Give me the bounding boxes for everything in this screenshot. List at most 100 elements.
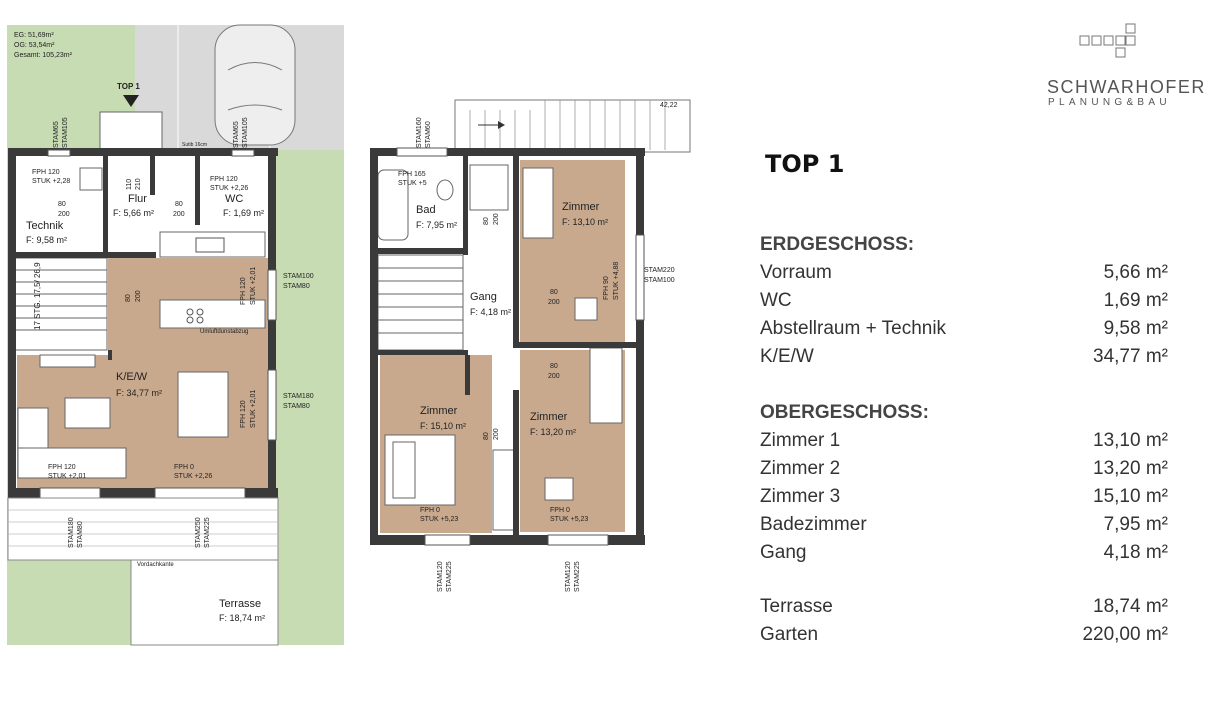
note-stuk-kitchen: STUK +2,01: [250, 267, 257, 305]
room-zimmer2: Zimmer: [530, 411, 568, 423]
area-label: Garten: [760, 624, 819, 645]
note-stam105-r: STAM105: [242, 117, 249, 148]
note-stuk-z3: STUK +5,23: [420, 516, 458, 523]
walls-eg: [8, 148, 278, 498]
room-gang-area: F: 4,18 m²: [470, 307, 511, 317]
note-stam225b: STAM225: [574, 561, 581, 592]
ground-floor-plan: [7, 24, 344, 646]
note-d80d: 80: [483, 432, 490, 440]
note-stam250: STAM250: [195, 517, 202, 548]
note-stam60: STAM60: [425, 121, 432, 148]
note-fph-wc: FPH 120: [210, 176, 238, 183]
note-stam225a: STAM225: [446, 561, 453, 592]
note-door-210: 210: [135, 178, 142, 190]
area-value: 5,66 m²: [1103, 262, 1168, 283]
section-marker-icon: [123, 95, 139, 107]
area-row: WC 1,69 m²: [760, 287, 1168, 315]
note-stam80a: STAM80: [283, 283, 310, 290]
note-stam220: STAM220: [644, 267, 675, 274]
note-stam65-r: STAM65: [233, 121, 240, 148]
area-og: OG: 53,54m²: [14, 42, 55, 49]
erdgeschoss-section: ERDGESCHOSS: Vorraum 5,66 m² WC 1,69 m² Ab…: [760, 231, 1180, 371]
room-technik-area: F: 9,58 m²: [26, 235, 67, 245]
note-d200b: 200: [548, 299, 560, 306]
room-zimmer1: Zimmer: [562, 201, 600, 213]
area-label: WC: [760, 290, 792, 311]
note-fph-z2: FPH 0: [550, 507, 570, 514]
note-stam105-l: STAM105: [62, 117, 69, 148]
area-value: 7,95 m²: [1103, 514, 1168, 535]
note-stam100: STAM100: [283, 273, 314, 280]
area-label: K/E/W: [760, 346, 814, 367]
note-stam65-l: STAM65: [53, 121, 60, 148]
note-d80c: 80: [550, 363, 558, 370]
note-umluft: Umluftdunstabzug: [200, 329, 248, 335]
note-stam120b: STAM120: [565, 561, 572, 592]
area-value: 34,77 m²: [1093, 346, 1168, 367]
note-d80a: 80: [483, 217, 490, 225]
note-stam160: STAM160: [416, 117, 423, 148]
area-label: Zimmer 1: [760, 430, 841, 451]
area-row: Garten 220,00 m²: [760, 621, 1168, 649]
room-zimmer3: Zimmer: [420, 405, 458, 417]
erdgeschoss-heading: ERDGESCHOSS:: [760, 234, 915, 255]
note-stam80c: STAM80: [77, 521, 84, 548]
area-value: 1,69 m²: [1103, 290, 1168, 311]
logo-name: SCHWARHOFER: [1047, 77, 1206, 97]
note-stam225: STAM225: [204, 517, 211, 548]
note-d200c: 200: [548, 373, 560, 380]
floor-plan-drawing: EG: 51,69m² OG: 53,54m² Gesamt: 105,23m²…: [7, 24, 691, 646]
area-label: Gang: [760, 542, 807, 563]
area-value: 13,10 m²: [1093, 430, 1168, 451]
room-bad: Bad: [416, 204, 436, 216]
note-stam100-og: STAM100: [644, 277, 675, 284]
note-stam80b: STAM80: [283, 403, 310, 410]
area-total: Gesamt: 105,23m²: [14, 52, 73, 59]
car-icon: [214, 24, 296, 146]
walls-og: [370, 148, 645, 545]
area-value: 4,18 m²: [1103, 542, 1168, 563]
room-flur: Flur: [128, 193, 147, 205]
slab-note: Sutib 16cm: [182, 142, 207, 148]
area-row: Badezimmer 7,95 m²: [760, 511, 1168, 539]
room-kew-area: F: 34,77 m²: [116, 388, 162, 398]
area-label: Zimmer 2: [760, 458, 841, 479]
note-d200a: 200: [493, 213, 500, 225]
note-fph-sw: FPH 120: [48, 464, 76, 471]
area-row: Zimmer 1 13,10 m²: [760, 427, 1168, 455]
note-stam180b: STAM180: [68, 517, 75, 548]
note-door-80a: 80: [58, 201, 66, 208]
room-kew: K/E/W: [116, 371, 148, 383]
area-value: 9,58 m²: [1103, 318, 1168, 339]
note-d200d: 200: [493, 428, 500, 440]
upper-floor-plan: [370, 99, 691, 546]
note-stuk-bad: STUK +5: [398, 180, 427, 187]
room-technik: Technik: [26, 220, 64, 232]
area-label: Badezimmer: [760, 514, 867, 535]
area-label: Vorraum: [760, 262, 832, 283]
room-zimmer2-area: F: 13,20 m²: [530, 427, 576, 437]
note-door-80c: 80: [125, 294, 132, 302]
area-label: Abstellraum + Technik: [760, 318, 947, 339]
top-marker-label: TOP 1: [117, 82, 140, 91]
area-row: K/E/W 34,77 m²: [760, 343, 1168, 371]
area-row: Vorraum 5,66 m²: [760, 259, 1168, 287]
note-stairs: 17 STG. 17,5/ 26,9: [33, 262, 42, 330]
room-terrasse: Terrasse: [219, 598, 261, 610]
note-fph-e: FPH 120: [240, 400, 247, 428]
area-value: 220,00 m²: [1082, 624, 1168, 645]
company-logo: [1040, 20, 1200, 110]
room-wc-area: F: 1,69 m²: [223, 208, 264, 218]
area-row: Gang 4,18 m²: [760, 539, 1168, 567]
squares-grid-icon: [1079, 23, 1136, 58]
note-fph-kitchen: FPH 120: [240, 277, 247, 305]
note-d80b: 80: [550, 289, 558, 296]
logo-subtitle: PLANUNG&BAU: [1048, 97, 1171, 108]
note-door-200a: 200: [58, 211, 70, 218]
note-stuk-flur: STUK +2,28: [32, 178, 70, 185]
note-stuk-0: STUK +2,26: [174, 473, 212, 480]
